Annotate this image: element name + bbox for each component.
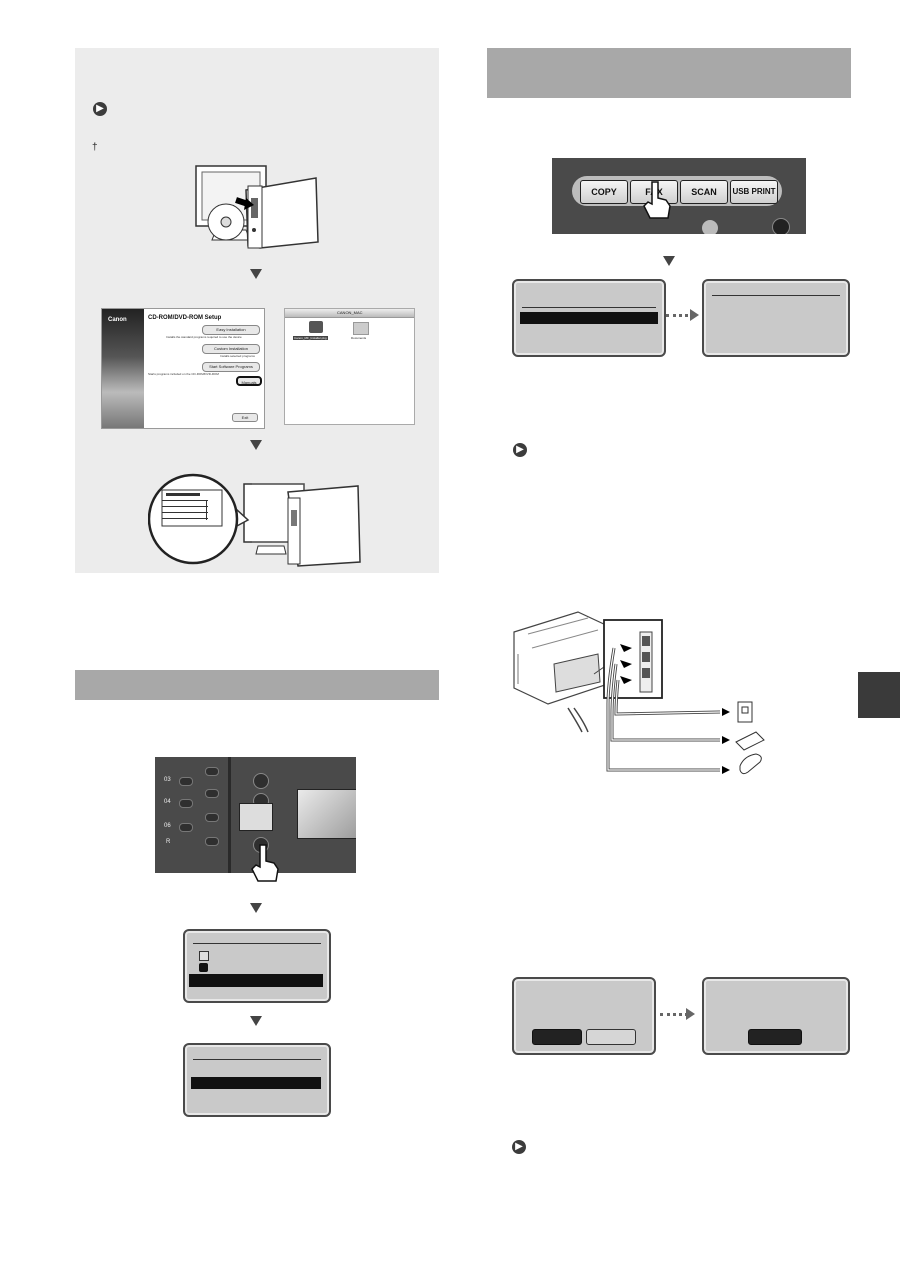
lcd-screen-right-1	[512, 279, 666, 357]
mac-titlebar	[285, 309, 414, 318]
triangle-down-icon	[250, 903, 262, 913]
arrow-head-icon	[686, 1008, 695, 1020]
panel-key[interactable]	[205, 789, 219, 798]
cd-setup-window: Canon CD-ROM/DVD-ROM Setup Easy Installa…	[101, 308, 265, 429]
custom-installation-button[interactable]: Custom Installation	[202, 344, 260, 354]
panel-key[interactable]	[179, 799, 193, 808]
footnote-mark: †	[92, 142, 98, 153]
status-monitor-key-icon[interactable]	[239, 803, 273, 831]
toner-icon	[199, 963, 208, 972]
custom-installation-desc: Installs selected programs	[220, 354, 255, 358]
arrow-head-icon	[690, 309, 699, 321]
dotted-arrow	[660, 1013, 688, 1016]
lcd-screen-right-2	[702, 279, 850, 357]
start-programs-button[interactable]: Start Software Programs	[202, 362, 260, 372]
telephone-line-connection-illustration	[513, 611, 765, 775]
start-key[interactable]	[772, 218, 790, 234]
triangle-down-icon	[250, 440, 262, 450]
panel-key[interactable]	[179, 777, 193, 786]
copy-mode-button[interactable]: COPY	[580, 180, 628, 204]
lcd-screen-right-3	[512, 977, 656, 1055]
easy-installation-button[interactable]: Easy Installation	[202, 325, 260, 335]
memory-icon	[199, 951, 209, 961]
panel-key[interactable]	[179, 823, 193, 832]
section-header-bar-right	[487, 48, 851, 98]
mode-key-row: COPY FAX SCAN USB PRINT	[580, 180, 778, 204]
documents-folder-icon[interactable]	[353, 322, 369, 335]
panel-key[interactable]	[205, 767, 219, 776]
key-label-03: 03	[164, 777, 171, 783]
manuals-button[interactable]: Manuals	[236, 376, 262, 386]
manual-display-illustration	[148, 473, 361, 567]
cd-setup-title: CD-ROM/DVD-ROM Setup	[148, 315, 222, 321]
usb-print-mode-button[interactable]: USB PRINT	[730, 180, 778, 204]
lcd-softkey-right[interactable]	[586, 1029, 636, 1045]
lcd-softkey-left[interactable]	[532, 1029, 582, 1045]
lcd-screen-left-2	[183, 1043, 331, 1117]
section-header-bar-left	[75, 670, 439, 700]
triangle-down-icon	[663, 256, 675, 266]
start-programs-desc: Starts programs included on the CD-ROM/D…	[148, 372, 219, 376]
exit-button[interactable]: Exit	[232, 413, 258, 422]
key-label-r: R	[166, 839, 171, 845]
documents-folder-label: Documents	[351, 336, 367, 340]
panel-divider	[228, 757, 231, 873]
installer-package-label: Canon_MF_Installer.pkg	[293, 336, 328, 340]
section-index-tab	[858, 672, 900, 718]
pointing-hand-icon	[251, 844, 279, 882]
mac-window-title: CANON_MAC	[337, 310, 363, 315]
stop-key[interactable]	[702, 220, 718, 234]
lcd-softkey-center[interactable]	[748, 1029, 802, 1045]
triangle-down-icon	[250, 1016, 262, 1026]
panel-key[interactable]	[205, 813, 219, 822]
control-panel-photo: 03 04 06 R	[155, 757, 356, 873]
key-label-06: 06	[164, 823, 171, 829]
panel-round-key[interactable]	[253, 773, 269, 789]
dotted-arrow	[666, 314, 694, 317]
lcd-screen-right-4	[702, 977, 850, 1055]
lcd-screen-left-1	[183, 929, 331, 1003]
panel-display-window	[297, 789, 356, 839]
insert-cd-illustration	[195, 165, 319, 249]
circle-arrow-right-icon: ▶	[513, 443, 527, 457]
mode-key-strip-photo: COPY FAX SCAN USB PRINT	[552, 158, 806, 234]
cd-setup-sidebar	[102, 309, 144, 428]
canon-logo: Canon	[108, 317, 127, 323]
circle-arrow-right-icon: ▶	[93, 102, 107, 116]
scan-mode-button[interactable]: SCAN	[680, 180, 728, 204]
mac-finder-window: CANON_MAC Canon_MF_Installer.pkg Documen…	[284, 308, 415, 425]
pointing-hand-icon	[643, 181, 671, 219]
easy-installation-desc: Installs the standard programs required …	[166, 335, 242, 339]
installer-package-icon[interactable]	[309, 321, 323, 333]
circle-arrow-right-icon: ▶	[512, 1140, 526, 1154]
panel-key[interactable]	[205, 837, 219, 846]
triangle-down-icon	[250, 269, 262, 279]
key-label-04: 04	[164, 799, 171, 805]
